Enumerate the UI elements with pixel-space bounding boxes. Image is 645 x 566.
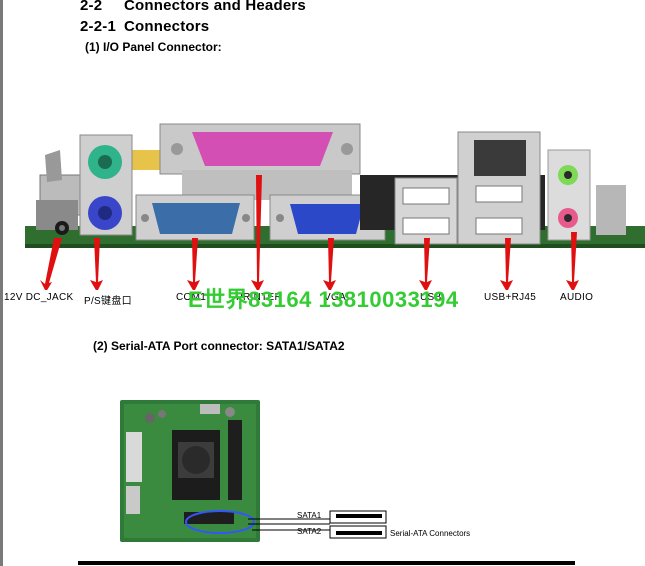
- label-vga: VGA: [324, 292, 347, 303]
- subsection-title: Connectors: [124, 18, 210, 35]
- pointer-arrows: [40, 175, 579, 290]
- section-number: 2-2: [80, 0, 103, 14]
- io-panel-caption: (1) I/O Panel Connector:: [85, 40, 222, 54]
- ps2-ports: [79, 134, 133, 236]
- sata1-label: SATA1: [297, 511, 322, 520]
- ribbon-cable: [130, 150, 165, 170]
- subsection-heading: 2-2-1 Connectors: [80, 18, 209, 35]
- sata2-connector: [329, 525, 387, 539]
- usb-ports: [394, 177, 458, 245]
- com1-port: [135, 194, 255, 241]
- label-usb: USB: [420, 292, 442, 303]
- label-com1: COM1: [176, 292, 207, 303]
- label-dc-jack: 12V DC_JACK: [4, 292, 74, 303]
- page-left-border: [0, 0, 3, 566]
- usb-rj45-ports: [457, 131, 541, 245]
- subsection-number: 2-2-1: [80, 18, 117, 35]
- label-printer: PRINTER: [236, 292, 282, 303]
- sata1-connector: [329, 510, 387, 524]
- watermark: E世界83164 13810033194: [188, 287, 459, 312]
- section-title: Connectors and Headers: [124, 0, 306, 14]
- io-panel-illustration: [25, 123, 645, 290]
- sata-highlight-ellipse: [185, 510, 255, 534]
- sata-connectors-caption: Serial-ATA Connectors: [390, 529, 471, 538]
- audio-jacks: [547, 149, 626, 241]
- label-ps2: P/S键盘口: [84, 296, 132, 307]
- sata2-label: SATA2: [297, 527, 322, 536]
- bottom-rule: [78, 561, 575, 565]
- memory-slot: [228, 420, 242, 500]
- motherboard-photo: [120, 400, 260, 542]
- label-audio: AUDIO: [560, 292, 594, 303]
- label-usb-rj45: USB+RJ45: [484, 292, 537, 303]
- sata-caption: (2) Serial-ATA Port connector: SATA1/SAT…: [93, 339, 345, 353]
- dc-jack: [36, 150, 81, 235]
- section-heading: 2-2 Connectors and Headers: [80, 0, 306, 14]
